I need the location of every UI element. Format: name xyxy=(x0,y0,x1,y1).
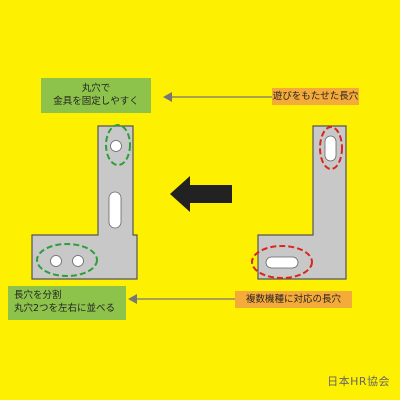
label-long-hole-play: 遊びをもたせた長穴 xyxy=(272,88,359,105)
bottom-connector-arrow xyxy=(128,294,235,304)
left-bracket-top-round-hole xyxy=(110,140,122,152)
right-bracket-bottom-highlight xyxy=(251,245,313,279)
right-bracket-horizontal-slot xyxy=(265,256,299,269)
label-multi-model: 複数機種に対応の長穴 xyxy=(235,291,352,308)
top-connector-arrow xyxy=(163,92,272,102)
label-split-long-hole-line1: 長穴を分割 xyxy=(14,290,62,301)
left-bracket xyxy=(31,124,138,280)
label-split-long-hole-line2: 丸穴2つを左右に並べる xyxy=(14,303,116,314)
left-bracket-shape xyxy=(31,125,138,280)
label-long-hole-play-text: 遊びをもたせた長穴 xyxy=(272,91,359,102)
label-multi-model-text: 複数機種に対応の長穴 xyxy=(245,294,341,305)
right-bracket-top-highlight xyxy=(319,126,343,170)
right-bracket xyxy=(251,125,347,280)
left-bracket-top-highlight xyxy=(105,124,131,166)
label-round-hole-line1: 丸穴で xyxy=(81,83,111,94)
left-bracket-vertical-slot xyxy=(108,191,122,229)
label-round-hole: 丸穴で 金具を固定しやすく xyxy=(41,78,151,113)
label-round-hole-line2: 金具を固定しやすく xyxy=(53,96,139,107)
right-bracket-shape xyxy=(257,125,347,280)
right-bracket-vertical-slot xyxy=(324,135,337,162)
label-split-long-hole: 長穴を分割 丸穴2つを左右に並べる xyxy=(8,286,126,320)
left-bracket-bottom-round-hole-1 xyxy=(50,255,62,267)
left-bracket-bottom-highlight xyxy=(36,243,98,277)
left-arrow-icon xyxy=(170,176,232,212)
left-bracket-bottom-round-hole-2 xyxy=(72,255,84,267)
watermark: 日本HR協会 xyxy=(327,375,390,388)
